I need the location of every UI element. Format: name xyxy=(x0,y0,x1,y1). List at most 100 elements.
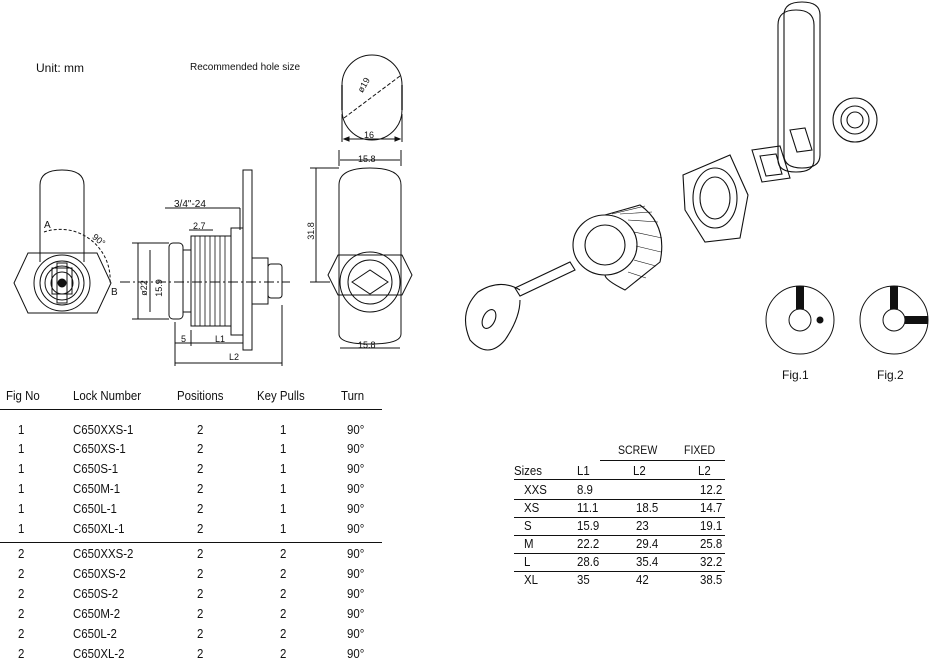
cell-positions: 2 xyxy=(197,481,204,496)
size-cell-l2-screw: 42 xyxy=(636,572,649,587)
dim-2-7: 2.7 xyxy=(193,221,206,231)
cell-key-pulls: 2 xyxy=(280,546,287,561)
cell-lock-number: C650S-1 xyxy=(73,461,119,476)
cell-fig-no: 2 xyxy=(18,606,25,621)
cell-positions: 2 xyxy=(197,422,204,437)
cell-positions: 2 xyxy=(197,586,204,601)
lock-table-group-rule xyxy=(0,542,382,543)
table-header-row: Fig No Lock Number Positions Key Pulls T… xyxy=(0,388,380,407)
size-cell-l2-screw: 18.5 xyxy=(636,500,659,515)
cell-key-pulls: 1 xyxy=(280,521,287,536)
size-cell-size: M xyxy=(524,536,534,551)
cell-lock-number: C650XXS-1 xyxy=(73,422,134,437)
size-header-l2-fixed: L2 xyxy=(698,463,711,478)
cell-positions: 2 xyxy=(197,626,204,641)
size-row-rule xyxy=(514,571,725,572)
cell-turn: 90° xyxy=(347,566,365,581)
size-cell-l2-fixed: 32.2 xyxy=(700,554,723,569)
cell-fig-no: 1 xyxy=(18,422,25,437)
cell-turn: 90° xyxy=(347,546,365,561)
size-header-sizes: Sizes xyxy=(514,463,542,478)
size-cell-l1: 35 xyxy=(577,572,590,587)
header-fig-no: Fig No xyxy=(6,388,40,403)
cell-turn: 90° xyxy=(347,606,365,621)
cell-key-pulls: 2 xyxy=(280,566,287,581)
cell-fig-no: 2 xyxy=(18,586,25,601)
size-row-rule xyxy=(514,553,725,554)
cell-turn: 90° xyxy=(347,646,365,661)
size-cell-l1: 8.9 xyxy=(577,482,593,497)
size-cell-l1: 11.1 xyxy=(577,500,599,515)
size-cell-l2-fixed: 38.5 xyxy=(700,572,723,587)
size-cell-l2-fixed: 25.8 xyxy=(700,536,723,551)
size-cell-l2-fixed: 14.7 xyxy=(700,500,723,515)
cell-turn: 90° xyxy=(347,461,365,476)
header-turn: Turn xyxy=(341,388,365,403)
fig1-diagram xyxy=(766,286,834,354)
cell-key-pulls: 2 xyxy=(280,626,287,641)
cell-turn: 90° xyxy=(347,521,365,536)
cell-fig-no: 1 xyxy=(18,481,25,496)
dim-hole-width: 16 xyxy=(364,130,375,140)
size-cell-size: XS xyxy=(524,500,540,515)
size-header-rule xyxy=(514,479,725,481)
size-group-rule xyxy=(600,460,725,461)
size-cell-l2-screw: 23 xyxy=(636,518,649,533)
size-group-fixed: FIXED xyxy=(684,443,716,457)
cell-turn: 90° xyxy=(347,441,365,456)
cell-lock-number: C650XL-2 xyxy=(73,646,125,661)
cell-turn: 90° xyxy=(347,626,365,641)
cell-turn: 90° xyxy=(347,586,365,601)
cell-fig-no: 1 xyxy=(18,521,25,536)
cell-key-pulls: 1 xyxy=(280,422,287,437)
lock-back-view xyxy=(310,150,412,348)
cell-turn: 90° xyxy=(347,422,365,437)
cell-key-pulls: 2 xyxy=(280,606,287,621)
header-lock-number: Lock Number xyxy=(73,388,142,403)
cell-key-pulls: 2 xyxy=(280,586,287,601)
fig2-diagram xyxy=(860,286,928,354)
cell-lock-number: C650L-1 xyxy=(73,501,117,516)
exploded-view xyxy=(466,2,878,350)
fig1-label: Fig.1 xyxy=(782,368,809,382)
unit-label: Unit: mm xyxy=(36,61,84,75)
size-cell-l2-screw: 29.4 xyxy=(636,536,659,551)
cell-positions: 2 xyxy=(197,441,204,456)
size-cell-size: L xyxy=(524,554,531,569)
cell-fig-no: 2 xyxy=(18,646,25,661)
size-row-rule xyxy=(514,517,725,518)
lock-table-header-rule xyxy=(0,409,382,411)
lock-side-view xyxy=(120,170,290,366)
size-cell-l2-fixed: 19.1 xyxy=(700,518,723,533)
hole-profile-drawing xyxy=(342,55,402,142)
size-cell-l1: 22.2 xyxy=(577,536,600,551)
size-header-l1: L1 xyxy=(577,463,590,478)
cell-key-pulls: 1 xyxy=(280,481,287,496)
size-cell-size: XL xyxy=(524,572,538,587)
cell-positions: 2 xyxy=(197,521,204,536)
fig2-label: Fig.2 xyxy=(877,368,904,382)
cell-key-pulls: 1 xyxy=(280,501,287,516)
cell-key-pulls: 2 xyxy=(280,646,287,661)
cell-turn: 90° xyxy=(347,481,365,496)
dim-L2: L2 xyxy=(229,352,240,362)
position-A: A xyxy=(44,220,51,231)
lock-front-view xyxy=(14,170,111,313)
position-B: B xyxy=(111,287,118,298)
dim-thread: 3/4"-24 xyxy=(174,199,206,210)
cell-positions: 2 xyxy=(197,546,204,561)
cell-lock-number: C650XXS-2 xyxy=(73,546,134,561)
header-positions: Positions xyxy=(177,388,224,403)
cell-key-pulls: 1 xyxy=(280,441,287,456)
dim-15-8-top: 15.8 xyxy=(358,154,376,164)
